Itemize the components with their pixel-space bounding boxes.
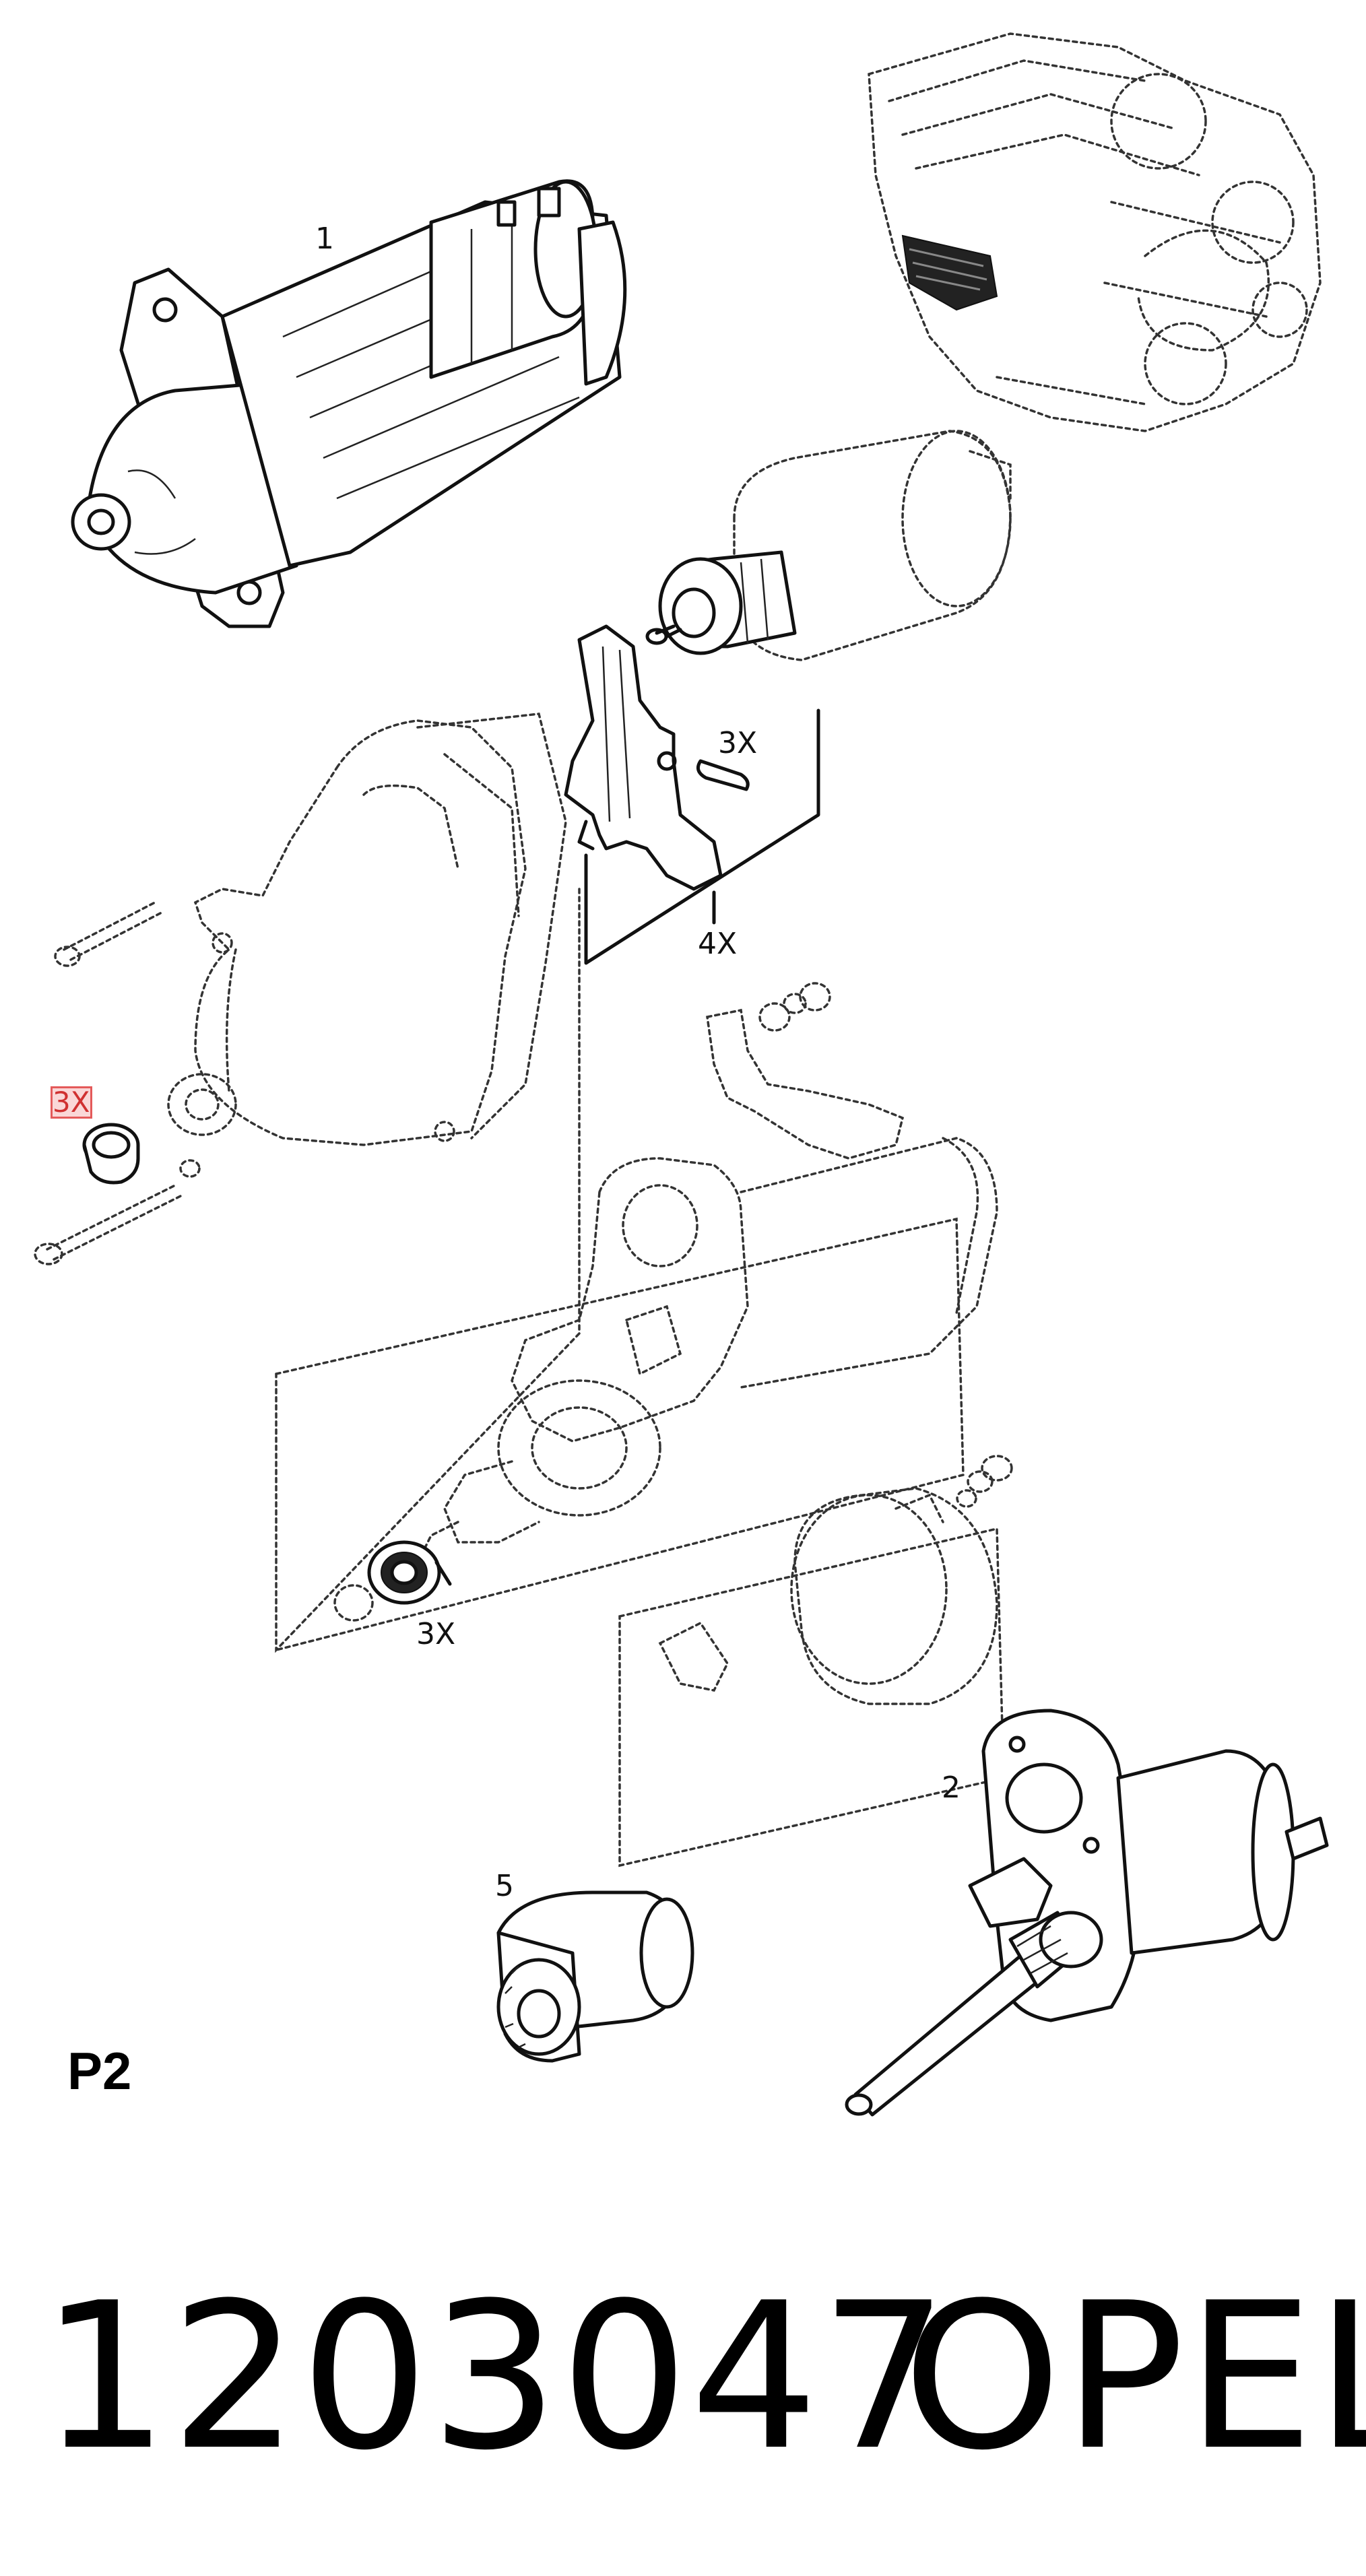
callout-part-2: 2 bbox=[942, 1771, 961, 1805]
through-bolt-upper bbox=[54, 901, 163, 967]
drive-end-housing bbox=[167, 713, 581, 1653]
retaining-ring bbox=[333, 1584, 374, 1622]
washer-pair bbox=[956, 1455, 1013, 1508]
pivot-pin bbox=[696, 759, 750, 791]
shift-fork bbox=[564, 624, 723, 891]
commutator-cover bbox=[618, 1487, 1005, 1868]
callout-seal-qty: 3X bbox=[416, 1617, 456, 1651]
page-label: P2 bbox=[67, 2041, 132, 2101]
oil-seal bbox=[367, 1540, 452, 1605]
kit-bracket-line bbox=[584, 708, 820, 965]
callout-kit-qty: 4X bbox=[698, 927, 738, 961]
pinion-gear bbox=[496, 1890, 694, 2063]
brand-name: OPEL bbox=[903, 2259, 1366, 2495]
part-number: 1203047 bbox=[40, 2259, 950, 2495]
starter-location-highlight bbox=[901, 234, 998, 311]
solenoid-switch bbox=[645, 430, 1012, 661]
callout-part-5: 5 bbox=[495, 1869, 514, 1903]
drive-end-assembly bbox=[845, 1709, 1329, 2117]
starter-motor-assembly bbox=[71, 179, 627, 628]
callout-part-1: 1 bbox=[315, 222, 334, 256]
callout-pin-qty: 3X bbox=[718, 726, 758, 760]
bush-bearing bbox=[82, 1123, 140, 1185]
callout-bush-qty-highlighted: 3X bbox=[51, 1086, 92, 1119]
engine-locator-illustration bbox=[868, 32, 1322, 432]
armature-yoke-assembly bbox=[275, 1137, 998, 1651]
field-connector bbox=[706, 982, 905, 1160]
through-bolt-lower bbox=[34, 1159, 201, 1265]
